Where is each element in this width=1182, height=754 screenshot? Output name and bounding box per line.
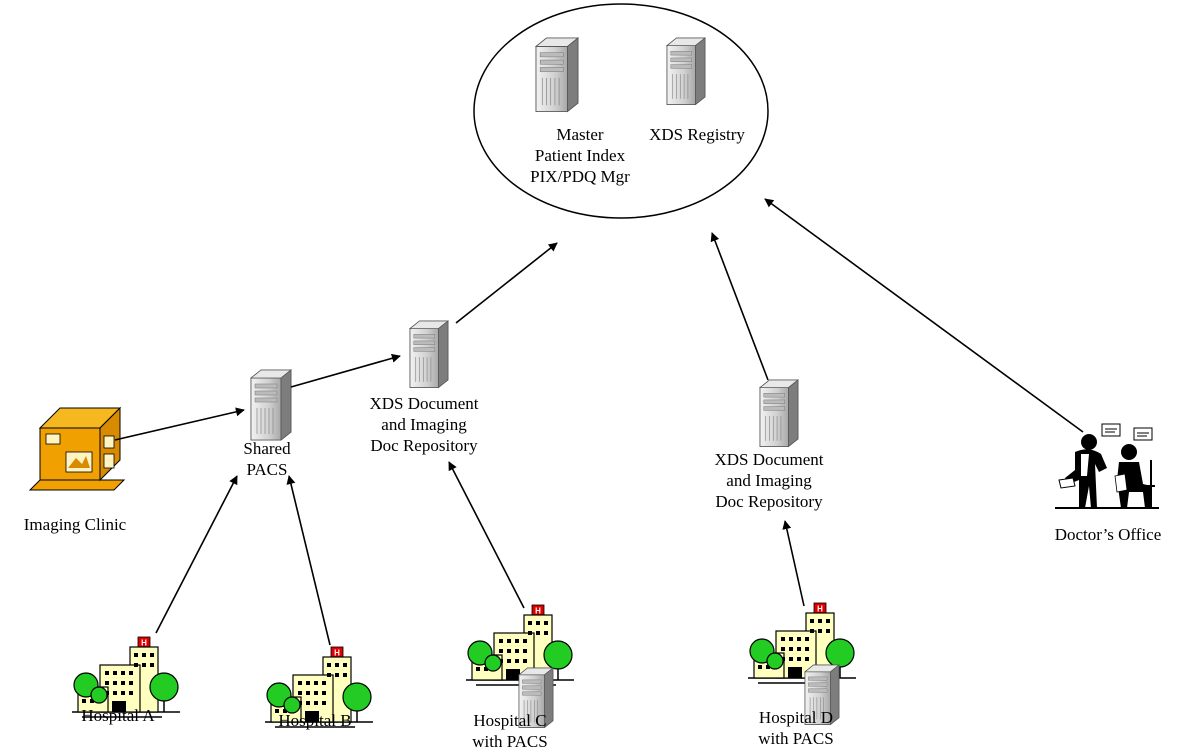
shared-pacs-label-line-2: PACS <box>246 460 288 479</box>
repository-2-server-icon <box>759 379 799 447</box>
shared-pacs-label: Shared PACS <box>243 438 290 480</box>
shared-pacs-server-icon <box>250 369 292 441</box>
xds-registry-server-icon <box>666 37 706 105</box>
arrow-hospital-d-to-repo2 <box>782 520 805 607</box>
arrow-hospital-c-to-repo1 <box>448 461 525 609</box>
shared-pacs-label-line-1: Shared <box>243 439 291 458</box>
doctor-patient-icon <box>1055 423 1159 509</box>
repository-1-label: XDS Document and Imaging Doc Repository <box>369 393 478 456</box>
repo1-label-line-2: and Imaging <box>381 415 467 434</box>
hospital-d-label-line-2: with PACS <box>758 729 834 748</box>
mpi-label-line-3: PIX/PDQ Mgr <box>530 167 630 186</box>
arrow-repo2-to-registry <box>710 232 769 381</box>
arrow-repo1-to-registry <box>455 242 558 324</box>
master-patient-index-label: Master Patient Index PIX/PDQ Mgr <box>530 124 630 187</box>
repo1-label-line-1: XDS Document <box>369 394 479 413</box>
repo1-label-line-3: Doc Repository <box>370 436 478 455</box>
hospital-c-icon <box>465 604 575 686</box>
repository-1-server-icon <box>409 320 449 388</box>
hospital-a-label-text: Hospital A <box>81 706 155 725</box>
hospital-b-label: Hospital B <box>278 710 351 731</box>
arrow-clinic-to-pacs <box>114 407 245 441</box>
hospital-d-icon <box>747 602 857 684</box>
master-patient-index-server-icon <box>535 37 579 112</box>
imaging-clinic-icon <box>28 406 126 491</box>
hospital-c-label-line-2: with PACS <box>472 732 548 751</box>
hospital-c-label-line-1: Hospital C <box>473 711 547 730</box>
hospital-a-label: Hospital A <box>81 705 154 726</box>
repo2-label-line-1: XDS Document <box>714 450 824 469</box>
mpi-label-line-2: Patient Index <box>534 146 626 165</box>
arrow-doctor-to-registry <box>764 198 1084 433</box>
imaging-clinic-label-text: Imaging Clinic <box>23 515 127 534</box>
hospital-b-label-text: Hospital B <box>278 711 352 730</box>
doctors-office-label-text: Doctor’s Office <box>1054 525 1162 544</box>
arrow-pacs-to-repo1 <box>290 353 401 388</box>
xds-registry-label-text: XDS Registry <box>649 125 745 144</box>
repo2-label-line-3: Doc Repository <box>715 492 823 511</box>
imaging-clinic-label: Imaging Clinic <box>24 514 126 535</box>
doctors-office-label: Doctor’s Office <box>1055 524 1162 545</box>
hospital-d-label: Hospital D with PACS <box>758 707 833 749</box>
xds-registry-label: XDS Registry <box>649 124 745 145</box>
hospital-c-label: Hospital C with PACS <box>472 710 547 752</box>
repository-2-label: XDS Document and Imaging Doc Repository <box>714 449 823 512</box>
arrow-hospital-b-to-pacs <box>286 475 331 646</box>
repo2-label-line-2: and Imaging <box>726 471 812 490</box>
arrow-hospital-a-to-pacs <box>155 475 238 634</box>
hospital-d-label-line-1: Hospital D <box>758 708 834 727</box>
mpi-label-line-1: Master <box>556 125 604 144</box>
